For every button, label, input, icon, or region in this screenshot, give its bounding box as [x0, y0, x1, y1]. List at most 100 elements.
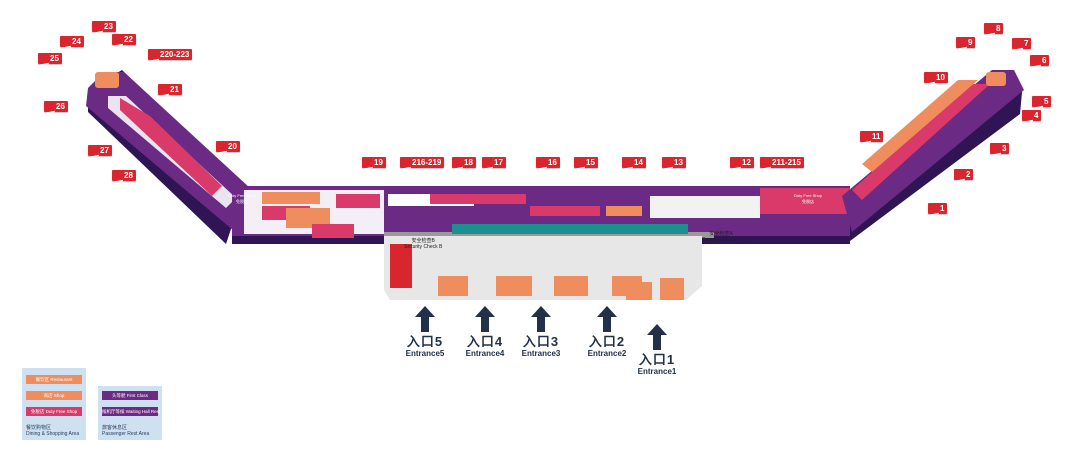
gate-badge[interactable]: 13	[662, 157, 686, 172]
plane-icon	[218, 143, 227, 156]
plane-icon	[94, 23, 103, 36]
gate-number: 1	[940, 204, 945, 213]
gate-number: 7	[1024, 39, 1029, 48]
duty-free-left: Duty Free Shop 免税店	[228, 193, 256, 205]
gate-badge[interactable]: 21	[158, 84, 182, 99]
gate-number: 14	[634, 158, 643, 167]
gate-badge[interactable]: 18	[452, 157, 476, 172]
gate-number: 8	[996, 24, 1001, 33]
plane-icon	[1024, 112, 1033, 125]
plane-icon	[46, 103, 55, 116]
duty-free-right: Duty Free Shop 免税店	[794, 193, 822, 205]
gate-badge[interactable]: 26	[44, 101, 68, 116]
gate-badge[interactable]: 16	[536, 157, 560, 172]
landside-hall	[384, 236, 702, 300]
security-check-a: 安全检查A Security Check A	[702, 231, 740, 243]
security-check-a-cn: 安全检查A	[709, 231, 733, 237]
gate-number: 24	[72, 37, 81, 46]
plane-icon	[762, 159, 771, 172]
gate-number: 17	[494, 158, 503, 167]
gate-badge[interactable]: 27	[88, 145, 112, 160]
gate-number: 13	[674, 158, 683, 167]
gate-badge[interactable]: 12	[730, 157, 754, 172]
duty-free-right-cn: 免税店	[802, 199, 814, 204]
plane-icon	[90, 147, 99, 160]
plane-icon	[732, 159, 741, 172]
up-arrow-icon	[415, 306, 435, 332]
gate-badge[interactable]: 220-223	[148, 49, 193, 64]
plane-icon	[1014, 40, 1023, 53]
duty-free-right-en: Duty Free Shop	[794, 193, 823, 198]
gate-number: 20	[228, 142, 237, 151]
gate-number: 18	[464, 158, 473, 167]
gate-number: 23	[104, 22, 113, 31]
plane-icon	[150, 51, 159, 64]
gate-badge[interactable]: 10	[924, 72, 948, 87]
gate-badge[interactable]: 14	[622, 157, 646, 172]
gate-badge[interactable]: 24	[60, 36, 84, 51]
entrance-1[interactable]: 入口1 Entrance1	[632, 324, 682, 377]
gate-badge[interactable]: 9	[956, 37, 976, 52]
gate-badge[interactable]: 23	[92, 21, 116, 36]
duty-free-left-en: Duty Free Shop	[228, 193, 257, 198]
gate-badge[interactable]: 8	[984, 23, 1004, 38]
plane-icon	[956, 171, 965, 184]
legend-duty-free: 免税店 Duty Free Shop	[30, 409, 78, 414]
gate-number: 216-219	[412, 158, 442, 167]
plane-icon	[930, 205, 939, 218]
gate-badge[interactable]: 28	[112, 170, 136, 185]
gate-badge[interactable]: 216-219	[400, 157, 445, 172]
gate-badge[interactable]: 7	[1012, 38, 1032, 53]
gate-badge[interactable]: 4	[1022, 110, 1042, 125]
gate-badge[interactable]: 11	[860, 131, 884, 146]
plane-icon	[484, 159, 493, 172]
gate-badge[interactable]: 211-215	[760, 157, 804, 172]
plane-icon	[40, 55, 49, 68]
gate-number: 28	[124, 171, 133, 180]
plane-icon	[364, 159, 373, 172]
gate-badge[interactable]: 5	[1032, 96, 1052, 111]
gate-badge[interactable]: 19	[362, 157, 386, 172]
plane-icon	[1032, 57, 1041, 70]
gate-badge[interactable]: 20	[216, 141, 240, 156]
legend-shop: 商店 Shop	[43, 393, 65, 398]
gate-badge[interactable]: 22	[112, 34, 136, 49]
legend-restaurant: 餐饮区 Restaurant	[35, 377, 73, 382]
gate-number: 27	[100, 146, 109, 155]
legend-waiting-hall: 候机厅等候 Waiting Hall Rest	[102, 409, 161, 414]
entrance-2[interactable]: 入口2 Entrance2	[582, 306, 632, 359]
entrance-4[interactable]: 入口4 Entrance4	[460, 306, 510, 359]
security-check-b-en: Security Check B	[404, 244, 443, 250]
gate-badge[interactable]: 6	[1030, 55, 1050, 70]
entrance-1-cn: 入口1	[638, 352, 676, 367]
gate-number: 25	[50, 54, 59, 63]
entrance-4-cn: 入口4	[466, 334, 504, 349]
gate-badge[interactable]: 17	[482, 157, 506, 172]
central-concourse	[232, 186, 850, 238]
gate-number: 5	[1044, 97, 1049, 106]
gate-badge[interactable]: 2	[954, 169, 974, 184]
left-pier	[86, 72, 250, 236]
gate-badge[interactable]: 1	[928, 203, 948, 218]
entrance-5[interactable]: 入口5 Entrance5	[400, 306, 450, 359]
up-arrow-icon	[531, 306, 551, 332]
gate-number: 11	[872, 132, 881, 141]
entrance-2-en: Entrance2	[587, 349, 627, 358]
plane-icon	[576, 159, 585, 172]
up-arrow-icon	[597, 306, 617, 332]
gate-badge[interactable]: 15	[574, 157, 598, 172]
right-pier	[842, 70, 1024, 232]
legend	[22, 368, 162, 440]
entrance-3[interactable]: 入口3 Entrance3	[516, 306, 566, 359]
gate-number: 15	[586, 158, 595, 167]
gate-number: 6	[1042, 56, 1047, 65]
plane-icon	[538, 159, 547, 172]
security-check-b-cn: 安全检查B	[411, 238, 435, 244]
gate-number: 3	[1002, 144, 1007, 153]
legend-rest-title-cn: 旅客休息区	[102, 425, 128, 431]
gate-badge[interactable]: 25	[38, 53, 62, 68]
gate-badge[interactable]: 3	[990, 143, 1010, 158]
gate-number: 16	[548, 158, 557, 167]
entrance-5-cn: 入口5	[406, 334, 444, 349]
